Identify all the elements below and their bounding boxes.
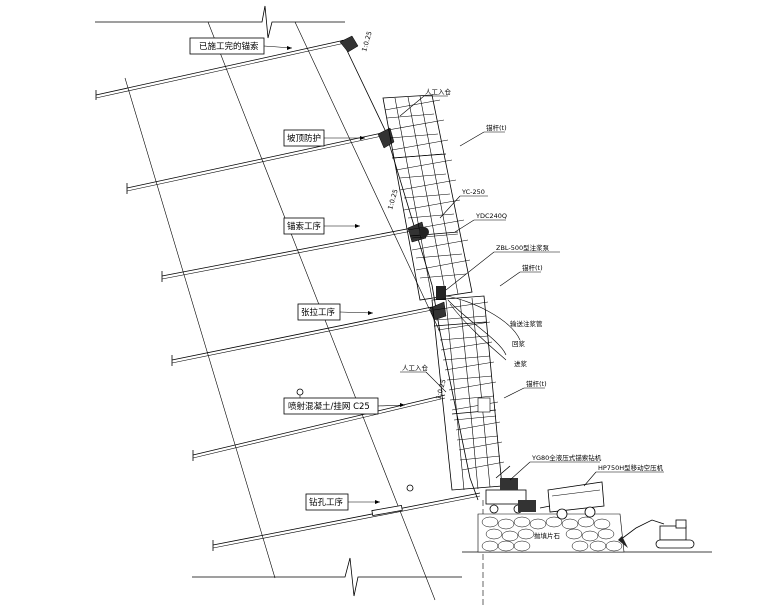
callout-text: ZBL-500型注浆泵: [496, 243, 550, 252]
grout-hoses: [445, 295, 521, 361]
label-text: 已施工完的锚索: [199, 41, 259, 52]
callout-text: YDC240Q: [475, 212, 507, 220]
callout-manual-entry-top: 人工入仓: [399, 87, 452, 117]
callout-anchor-rod-top: 锚杆(t): [459, 123, 507, 147]
anchor-cable: [161, 227, 413, 282]
anchor-cable: [171, 306, 433, 366]
label-text: 坡顶防护: [287, 133, 321, 144]
callout-text: YC-250: [461, 188, 485, 196]
callout-manual-entry-mid: 人工入仓: [400, 363, 447, 393]
label-completed-anchor: 已施工完的锚索: [189, 37, 293, 55]
air-compressor: [539, 481, 605, 520]
callout-text: 锚杆(t): [526, 379, 547, 388]
callout-text: 人工入仓: [402, 363, 429, 372]
label-text: 钻孔工序: [309, 497, 344, 508]
callout-in-grout: 进浆: [514, 359, 528, 368]
anchor-cable: [95, 39, 346, 100]
bottom-break-line: [192, 557, 462, 597]
callout-text: 输送注浆管: [510, 319, 543, 328]
callout-drill-rig: YG80全液压式锚索钻机: [509, 453, 602, 481]
callout-text: 抛填片石: [534, 531, 561, 540]
label-spray-concrete: 喷射混凝土/挂网 C25: [283, 388, 406, 415]
slope-ratio-text: 1:0.25: [360, 30, 373, 52]
drill-rig: [485, 465, 536, 514]
upper-scaffold: [382, 94, 473, 301]
callout-jack-yc: YC-250: [439, 188, 488, 219]
callout-text: 锚杆(t): [522, 263, 543, 272]
callout-anchor-rod-mid: 锚杆(t): [499, 263, 543, 287]
callout-ballast: 抛填片石: [534, 531, 561, 540]
callout-return-grout: 回浆: [512, 339, 526, 348]
callout-grout-pipe: 输送注浆管: [510, 319, 543, 328]
label-text: 张拉工序: [301, 307, 336, 318]
label-drill-process: 钻孔工序: [305, 493, 380, 511]
top-break-line: [95, 5, 345, 39]
slope-ratio-text: 1:0.25: [386, 188, 399, 210]
callout-text: 回浆: [512, 339, 526, 348]
anchor-cables: [95, 39, 481, 551]
callout-text: HP750H型移动空压机: [598, 463, 664, 472]
marker-circles: [406, 484, 414, 492]
callout-compressor: HP750H型移动空压机: [583, 463, 664, 487]
ballast-mound: [477, 513, 625, 553]
callout-grout-pump: ZBL-500型注浆泵: [445, 243, 560, 291]
drilling-rod: [371, 504, 403, 517]
callout-text: 锚杆(t): [486, 123, 507, 132]
anchor-cable: [212, 492, 481, 551]
slope-ratio-text: 1:0.25: [434, 378, 447, 400]
label-anchor-work-1: 锚索工序: [283, 217, 360, 235]
callout-anchor-rod-low: 锚杆(t): [503, 379, 547, 399]
label-text: 喷射混凝土/挂网 C25: [288, 401, 370, 412]
label-tension-work: 张拉工序: [297, 303, 374, 321]
anchor-cable: [126, 132, 383, 194]
callout-jack-ydc: YDC240Q: [454, 212, 507, 233]
callout-text: YG80全液压式锚索钻机: [531, 453, 602, 462]
label-text: 锚索工序: [287, 221, 322, 232]
callout-text: 人工入仓: [425, 87, 452, 96]
excavator: [618, 519, 695, 549]
label-top-protection: 坡顶防护: [283, 129, 365, 147]
callout-text: 进浆: [514, 359, 528, 368]
